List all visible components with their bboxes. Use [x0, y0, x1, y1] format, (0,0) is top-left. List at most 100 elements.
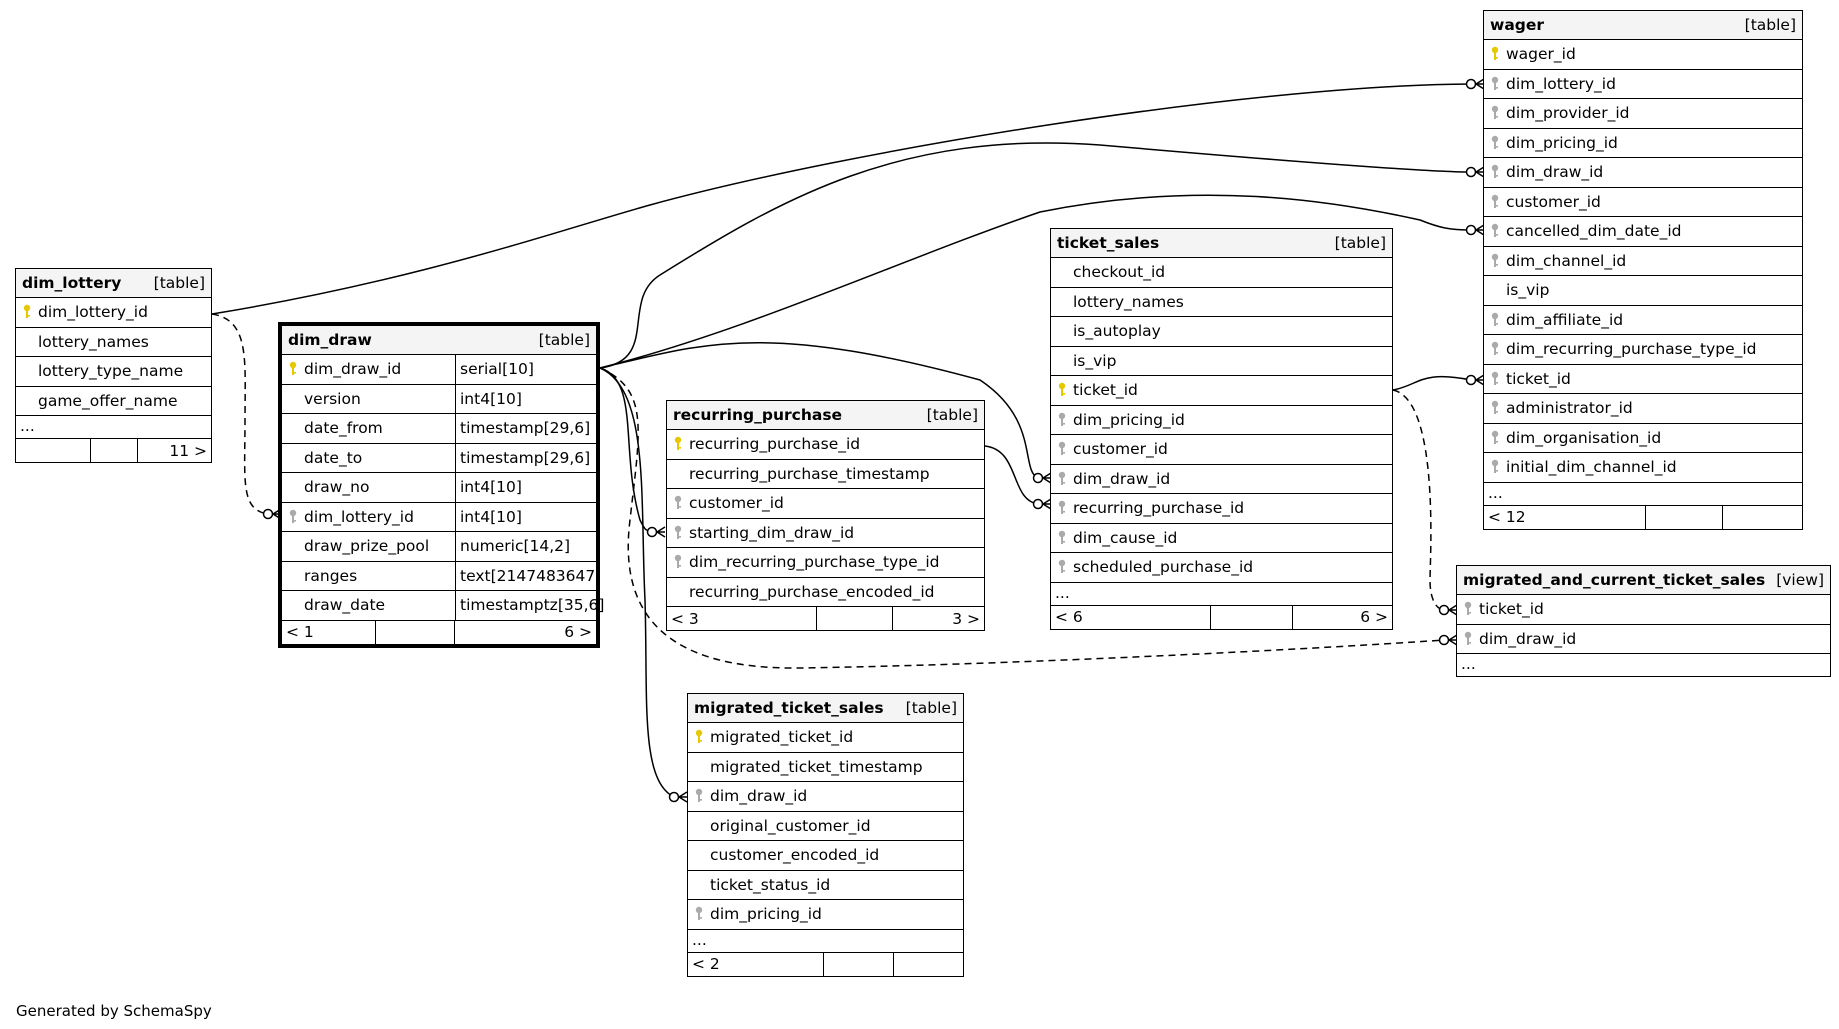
column-row[interactable]: is_autoplay [1051, 317, 1392, 347]
column-row[interactable]: ranges text[2147483647] [282, 561, 601, 591]
table-kind: [table] [1334, 234, 1386, 252]
column-row[interactable]: dim_organisation_id [1484, 424, 1802, 453]
relationship-line [984, 445, 1039, 505]
column-row[interactable]: recurring_purchase_timestamp [667, 460, 984, 489]
footer-cell [817, 607, 893, 630]
column-row[interactable]: ticket_id [1457, 595, 1830, 625]
column-row[interactable]: initial_dim_channel_id [1484, 453, 1802, 483]
column-row[interactable]: customer_id [1051, 435, 1392, 465]
table-dim-lottery[interactable]: dim_lottery [table] dim_lottery_id lotte… [15, 268, 212, 463]
table-wager[interactable]: wager [table] wager_id dim_lottery_id di… [1483, 10, 1803, 530]
column-row[interactable]: draw_no int4[10] [282, 473, 596, 503]
foreign-key-icon [1051, 530, 1073, 546]
table-dim-draw[interactable]: dim_draw [table] dim_draw_id serial[10] … [278, 322, 604, 648]
table-migrated-and-current-ticket-sales[interactable]: migrated_and_current_ticket_sales [view]… [1456, 565, 1831, 677]
crowfoot-marker [1042, 498, 1052, 510]
foreign-key-icon [1484, 312, 1506, 328]
footer-cell: 3 > [952, 609, 980, 628]
column-row[interactable]: date_from timestamp[29,6] [282, 414, 596, 444]
crowfoot-marker [678, 791, 688, 803]
column-row[interactable]: is_vip [1484, 276, 1802, 306]
column-row[interactable]: dim_channel_id [1484, 247, 1802, 276]
column-name: lottery_names [38, 332, 149, 351]
table-ticket-sales[interactable]: ticket_sales [table] checkout_id lottery… [1050, 228, 1393, 630]
footer-cell: 6 > [1360, 608, 1388, 626]
column-row[interactable]: lottery_names [1051, 288, 1392, 317]
column-row[interactable]: dim_lottery_id int4[10] [282, 502, 596, 532]
column-row[interactable]: dim_lottery_id [16, 298, 211, 328]
zero-or-many-marker [668, 791, 680, 803]
column-type: serial[10] [455, 355, 534, 384]
footer-cell [16, 439, 92, 462]
column-row[interactable]: starting_dim_draw_id [667, 519, 984, 548]
column-row[interactable]: is_vip [1051, 347, 1392, 376]
column-row[interactable]: dim_lottery_id [1484, 70, 1802, 99]
table-recurring-purchase[interactable]: recurring_purchase [table] recurring_pur… [666, 400, 985, 631]
column-row[interactable]: dim_provider_id [1484, 99, 1802, 129]
column-row[interactable]: draw_date timestamptz[35,6] [282, 591, 604, 621]
column-row[interactable]: date_to timestamp[29,6] [282, 443, 596, 473]
column-row[interactable]: recurring_purchase_encoded_id [667, 578, 984, 607]
column-row[interactable]: version int4[10] [282, 384, 596, 414]
column-row[interactable]: dim_draw_id [1484, 158, 1802, 188]
column-row[interactable]: wager_id [1484, 40, 1802, 70]
column-name: date_from [304, 419, 383, 438]
column-row[interactable]: administrator_id [1484, 394, 1802, 424]
column-row[interactable]: dim_pricing_id [1051, 406, 1392, 435]
column-row[interactable]: customer_id [667, 489, 984, 519]
column-row[interactable]: migrated_ticket_id [688, 723, 963, 753]
column-row[interactable]: customer_encoded_id [688, 841, 963, 871]
column-row[interactable]: dim_affiliate_id [1484, 306, 1802, 335]
column-name: ticket_status_id [710, 875, 831, 894]
column-row[interactable]: recurring_purchase_id [1051, 494, 1392, 524]
column-name: dim_recurring_purchase_type_id [1506, 340, 1757, 359]
column-name: dim_lottery_id [38, 303, 148, 322]
foreign-key-icon [1484, 371, 1506, 387]
zero-or-many-marker [1465, 78, 1477, 90]
column-name: dim_organisation_id [1506, 428, 1662, 447]
crowfoot-marker [1475, 224, 1485, 236]
column-row[interactable]: dim_recurring_purchase_type_id [667, 548, 984, 578]
more-columns-ellipsis: ... [16, 416, 211, 439]
column-name: date_to [304, 448, 363, 467]
foreign-key-icon [1484, 341, 1506, 357]
column-row[interactable]: cancelled_dim_date_id [1484, 217, 1802, 247]
column-name: is_vip [1506, 281, 1550, 300]
column-row[interactable]: lottery_type_name [16, 357, 211, 387]
relationship-line [211, 313, 269, 515]
column-row[interactable]: dim_pricing_id [1484, 129, 1802, 158]
column-row[interactable]: dim_recurring_purchase_type_id [1484, 335, 1802, 365]
column-name: is_autoplay [1073, 322, 1161, 341]
column-row[interactable]: dim_pricing_id [688, 900, 963, 930]
column-row[interactable]: recurring_purchase_id [667, 430, 984, 460]
column-row[interactable]: draw_prize_pool numeric[14,2] [282, 532, 596, 562]
column-row[interactable]: original_customer_id [688, 812, 963, 841]
column-row[interactable]: ticket_id [1051, 376, 1392, 406]
column-type: int4[10] [455, 384, 522, 413]
column-row[interactable]: checkout_id [1051, 258, 1392, 288]
column-name: dim_affiliate_id [1506, 310, 1624, 329]
column-row[interactable]: dim_draw_id [1051, 465, 1392, 494]
column-row[interactable]: ticket_id [1484, 365, 1802, 394]
table-migrated-ticket-sales[interactable]: migrated_ticket_sales [table] migrated_t… [687, 693, 964, 977]
foreign-key-icon [1484, 430, 1506, 446]
footer-cell: < 2 [688, 952, 824, 976]
column-row[interactable]: lottery_names [16, 328, 211, 357]
column-row[interactable]: dim_cause_id [1051, 524, 1392, 553]
column-row[interactable]: ticket_status_id [688, 871, 963, 900]
column-row[interactable]: migrated_ticket_timestamp [688, 753, 963, 782]
column-row[interactable]: dim_draw_id serial[10] [282, 355, 596, 385]
column-name: customer_encoded_id [710, 846, 880, 865]
table-header: recurring_purchase [table] [667, 401, 984, 430]
column-row[interactable]: dim_draw_id [1457, 625, 1830, 654]
column-row[interactable]: scheduled_purchase_id [1051, 553, 1392, 583]
table-name: wager [1490, 16, 1545, 34]
primary-key-icon [282, 361, 304, 377]
column-row[interactable]: dim_draw_id [688, 782, 963, 812]
column-row[interactable]: game_offer_name [16, 387, 211, 416]
relationship-line [599, 367, 675, 798]
column-row[interactable]: customer_id [1484, 188, 1802, 217]
